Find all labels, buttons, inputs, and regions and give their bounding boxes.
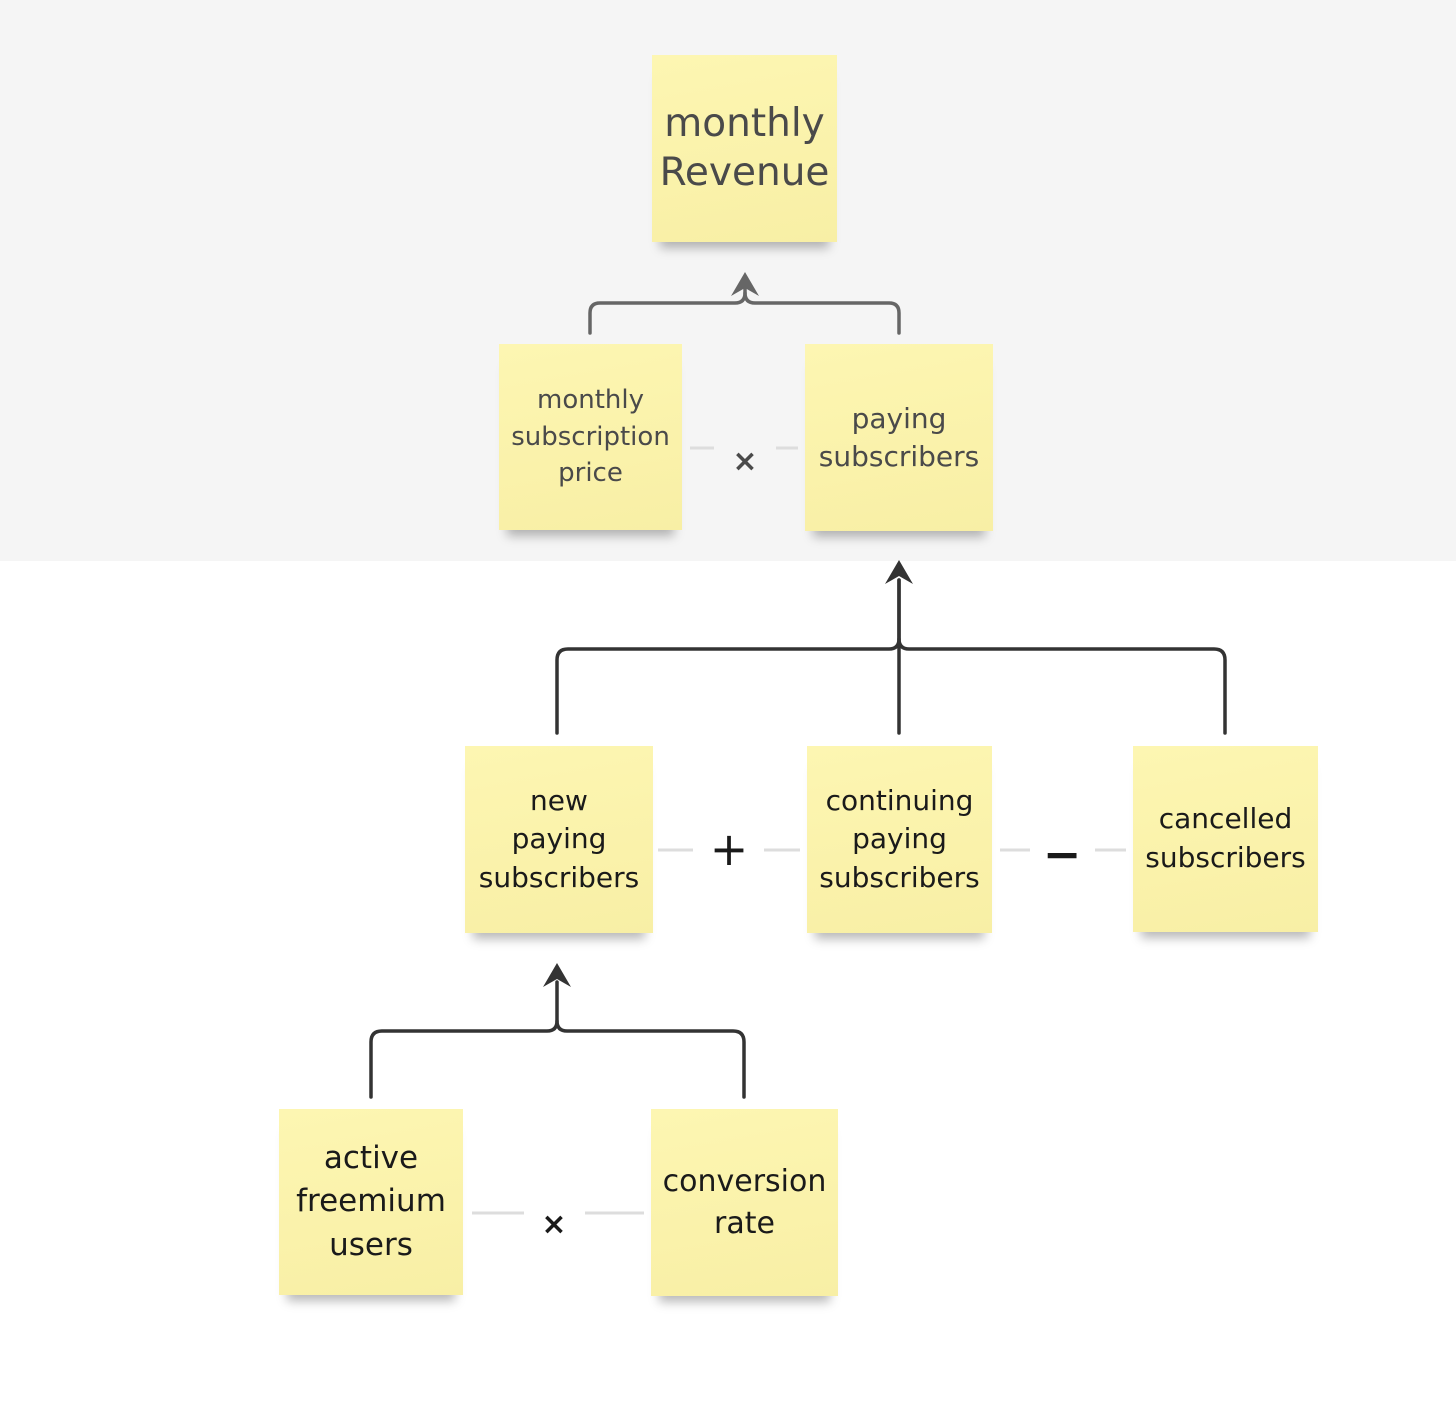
note-label: continuing paying subscribers [819,783,980,894]
connector-to-new [369,980,746,1099]
sticky-note-new-paying-subscribers[interactable]: new paying subscribers [465,746,653,933]
note-label: conversion rate [662,1164,827,1241]
note-label: active freemium users [296,1139,446,1263]
multiply-operator: × [732,444,758,479]
note-label: cancelled subscribers [1145,802,1306,874]
connector-to-paying [555,578,1227,735]
sticky-note-monthly-subscription-price[interactable]: monthly subscription price [499,344,682,530]
arrowhead-paying [885,560,913,584]
sticky-note-conversion-rate[interactable]: conversion rate [651,1109,838,1296]
sticky-note-active-freemium-users[interactable]: active freemium users [279,1109,463,1295]
multiply-operator: × [541,1207,567,1242]
note-label: monthly subscription price [511,385,670,489]
plus-operator: + [709,822,749,876]
note-label: monthly Revenue [659,100,830,195]
arrowhead-new [543,963,571,987]
sticky-note-monthly-revenue[interactable]: monthly Revenue [652,55,837,242]
sticky-note-continuing-paying-subscribers[interactable]: continuing paying subscribers [807,746,992,933]
minus-operator: − [1042,827,1082,881]
sticky-note-cancelled-subscribers[interactable]: cancelled subscribers [1133,746,1318,932]
note-label: paying subscribers [818,401,980,473]
sticky-note-paying-subscribers[interactable]: paying subscribers [805,344,993,531]
note-label: new paying subscribers [478,783,640,894]
